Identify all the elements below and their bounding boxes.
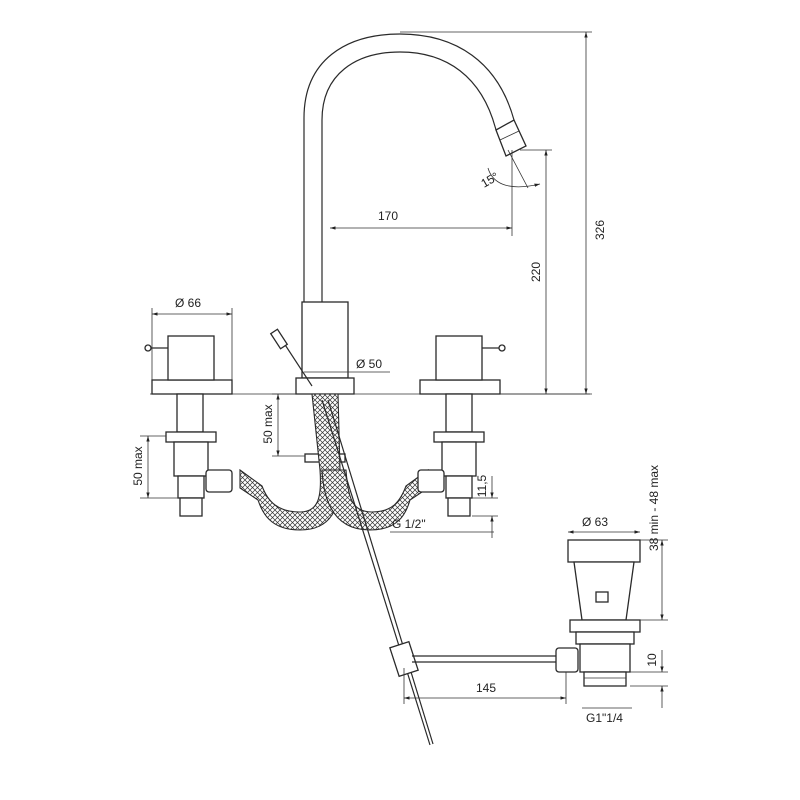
aerator xyxy=(495,119,527,157)
dimension-lines xyxy=(140,31,668,709)
dim-326: 326 xyxy=(593,220,607,240)
dim-thread-length: 11,5 xyxy=(475,474,489,497)
spout-body xyxy=(269,301,355,463)
dim-shank-center: 50 max xyxy=(261,404,275,443)
dim-waste-thread: G1"1/4 xyxy=(586,711,623,725)
popup-rod xyxy=(321,399,560,746)
dim-170: 170 xyxy=(378,209,398,223)
pop-up-waste xyxy=(555,539,641,687)
dim-waste-thread-height: 10 xyxy=(645,653,659,667)
dim-waste-range: 38 min - 48 max xyxy=(647,465,661,551)
dim-220: 220 xyxy=(529,262,543,282)
dim-angle: 15° xyxy=(479,169,502,190)
flexible-hoses xyxy=(205,393,445,531)
dim-shank-side: 50 max xyxy=(131,446,145,485)
hose-nut-right xyxy=(417,469,445,493)
hose-nut-left xyxy=(205,469,233,493)
right-valve xyxy=(419,335,506,517)
spout xyxy=(303,33,527,302)
left-valve xyxy=(144,335,233,517)
dim-handle-diameter: Ø 66 xyxy=(175,296,201,310)
popup-knob xyxy=(269,328,289,350)
dim-waste-rod: 145 xyxy=(476,681,496,695)
dim-waste-diameter: Ø 63 xyxy=(582,515,608,529)
dim-spout-diameter: Ø 50 xyxy=(356,357,382,371)
dim-thread: G 1/2" xyxy=(392,517,426,531)
